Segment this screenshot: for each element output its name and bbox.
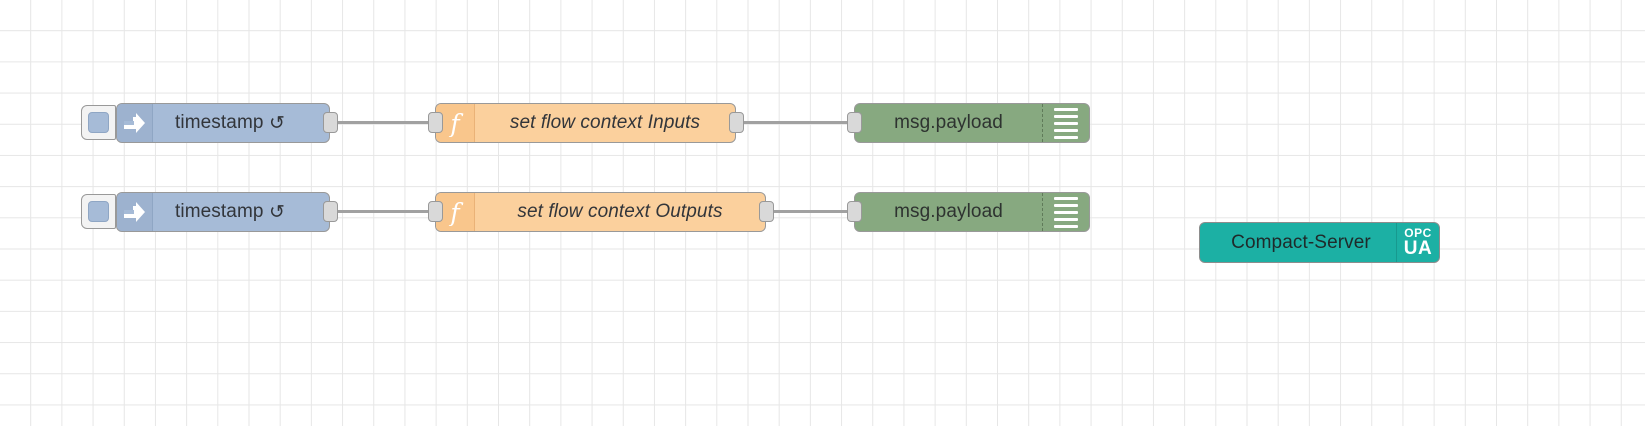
debug-node-label-row1: msg.payload (894, 112, 1003, 133)
debug-node-row2[interactable]: msg.payload (854, 192, 1090, 232)
debug-line-1 (1054, 196, 1078, 200)
inject-repeat-icon-row2: ↺ (268, 201, 285, 223)
function-output-port-row1[interactable] (729, 112, 744, 133)
debug-line-4 (1054, 217, 1078, 221)
debug-lines-icon[interactable] (1042, 193, 1089, 231)
inject-arrow-icon (117, 104, 153, 142)
opc-ua-icon-line2: UA (1403, 238, 1433, 259)
function-input-port-row1[interactable] (428, 112, 443, 133)
debug-line-3 (1054, 121, 1078, 125)
debug-node-row1[interactable]: msg.payload (854, 103, 1090, 143)
function-output-port-row2[interactable] (759, 201, 774, 222)
debug-input-port-row1[interactable] (847, 112, 862, 133)
wire-inject2-to-function2 (330, 210, 435, 213)
debug-lines-icon[interactable] (1042, 104, 1089, 142)
inject-node-label-row2: timestamp ↺ (153, 193, 329, 231)
debug-input-port-row2[interactable] (847, 201, 862, 222)
wire-inject1-to-function1 (330, 121, 435, 124)
inject-arrow-icon (117, 193, 153, 231)
debug-line-2 (1054, 114, 1078, 118)
function-node-label-row2: set flow context Outputs (517, 201, 723, 222)
debug-line-4 (1054, 128, 1078, 132)
debug-line-1 (1054, 107, 1078, 111)
inject-button-knob-icon (88, 201, 109, 222)
function-input-port-row2[interactable] (428, 201, 443, 222)
inject-node-row2[interactable]: timestamp ↺ (116, 192, 330, 232)
debug-line-3 (1054, 210, 1078, 214)
inject-button-row2[interactable] (81, 194, 116, 229)
function-node-row2[interactable]: f set flow context Outputs (435, 192, 766, 232)
opc-ua-icon: OPC UA (1396, 223, 1439, 262)
wire-function1-to-debug1 (735, 121, 855, 124)
debug-line-5 (1054, 135, 1078, 139)
inject-label-text-row1: timestamp (175, 112, 264, 133)
svg-text:f: f (448, 198, 463, 226)
inject-label-text-row2: timestamp (175, 201, 264, 222)
function-node-label-row1: set flow context Inputs (509, 112, 701, 133)
debug-node-label-row2: msg.payload (894, 201, 1003, 222)
inject-repeat-icon-row1: ↺ (268, 112, 285, 134)
inject-node-label-row1: timestamp ↺ (153, 104, 329, 142)
wire-function2-to-debug2 (765, 210, 855, 213)
opc-ua-icon-line1: OPC (1404, 226, 1432, 240)
svg-text:f: f (448, 109, 463, 137)
debug-line-5 (1054, 224, 1078, 228)
inject-button-knob-icon (88, 112, 109, 133)
opcua-server-label: Compact-Server (1231, 231, 1371, 253)
function-node-row1[interactable]: f set flow context Inputs (435, 103, 736, 143)
inject-node-row1[interactable]: timestamp ↺ (116, 103, 330, 143)
inject-button-row1[interactable] (81, 105, 116, 140)
debug-line-2 (1054, 203, 1078, 207)
inject-output-port-row1[interactable] (323, 112, 338, 133)
opcua-compact-server-node[interactable]: Compact-Server OPC UA (1199, 222, 1440, 263)
inject-output-port-row2[interactable] (323, 201, 338, 222)
